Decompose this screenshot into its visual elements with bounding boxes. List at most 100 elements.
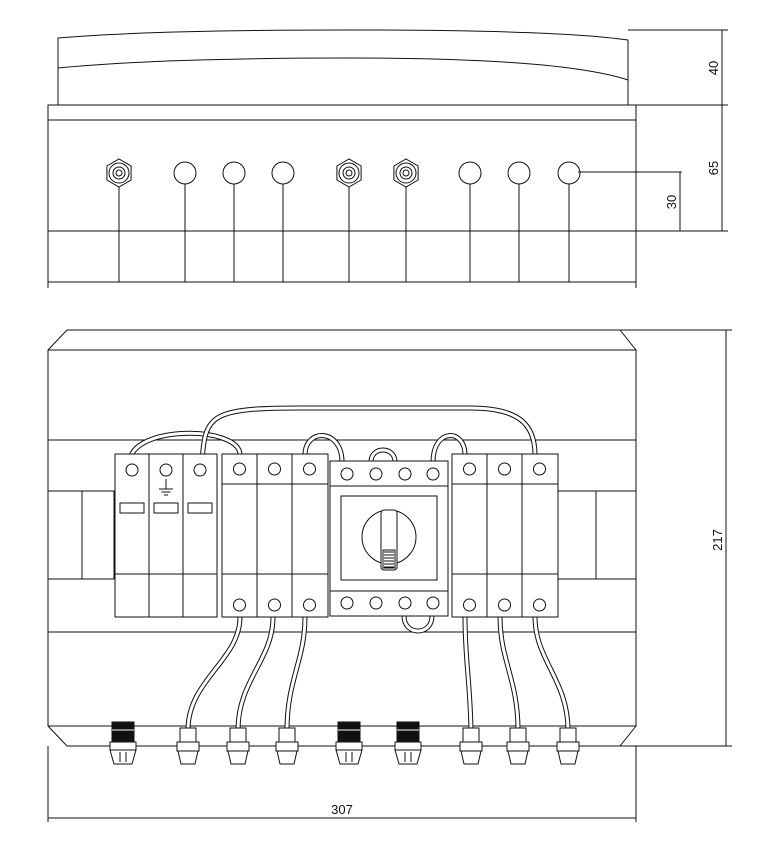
wire-s2-neg-gland-core: [498, 615, 520, 732]
terminal-screw: [426, 467, 440, 481]
spd-module: [114, 453, 218, 618]
gland-nut: [394, 749, 422, 765]
connector-port: [222, 161, 246, 185]
connector-body: [462, 727, 480, 743]
terminal-screw: [268, 462, 281, 476]
din-modules: [114, 453, 559, 618]
terminal-screw: [369, 467, 383, 481]
terminal-screw: [498, 462, 511, 476]
wiring: [127, 405, 571, 733]
connector-nut: [460, 750, 482, 765]
terminal-screw: [159, 463, 173, 477]
gland-nut-ring: [338, 162, 360, 184]
gland-dome: [111, 721, 135, 743]
terminal-screw: [303, 598, 316, 612]
gland-nut-core: [402, 169, 410, 177]
dim-lid-height: 40: [706, 61, 721, 75]
wire-spd-plus-to-fuse-core: [128, 431, 242, 464]
wire-s3-pos-gland-core: [285, 615, 307, 732]
gland-dome: [396, 721, 420, 743]
lid-curve: [57, 57, 629, 81]
connector-body: [179, 727, 197, 743]
spd-indicator-window: [153, 502, 179, 514]
connector-collar: [556, 741, 580, 752]
body-outline: [47, 104, 637, 232]
front-ports: [106, 158, 581, 282]
gland-collar: [335, 741, 363, 751]
wire-switch-jumper-top-core: [369, 448, 397, 464]
terminal-screw: [426, 596, 440, 610]
gland-nut-hole: [342, 166, 356, 180]
fuse-holder-negative: [451, 453, 559, 618]
wire-switch-jumper-bottom-core: [402, 614, 434, 633]
terminal-screw: [340, 467, 354, 481]
gland-nut-hole: [399, 166, 413, 180]
gland-collar: [109, 741, 137, 751]
connector-port: [507, 161, 531, 185]
gland-nut-ring: [395, 162, 417, 184]
connector-collar: [275, 741, 299, 752]
gland-nut-core: [345, 169, 353, 177]
connector-collar: [506, 741, 530, 752]
terminal-screw: [233, 598, 246, 612]
terminal-screw: [398, 596, 412, 610]
top-view: 217 307: [47, 329, 732, 822]
connector-port: [557, 161, 581, 185]
connector-port: [173, 161, 197, 185]
wire-s1-pos-gland-core: [186, 615, 242, 732]
wire-s1-neg-gland-core: [463, 615, 473, 732]
front-view: 40 65 30: [47, 29, 728, 288]
spd-indicator-window: [187, 502, 213, 514]
terminal-screw: [340, 596, 354, 610]
terminal-screw: [498, 598, 511, 612]
lid-outline: [57, 29, 629, 106]
terminal-screw: [533, 462, 546, 476]
wire-s3-neg-gland-core: [533, 615, 570, 732]
connector-nut: [227, 750, 249, 765]
connector-collar: [226, 741, 250, 752]
dim-width-307: 307: [331, 802, 353, 817]
terminal-screw: [463, 462, 476, 476]
connector-nut: [177, 750, 199, 765]
gland-collar: [394, 741, 422, 751]
gland-nut: [109, 749, 137, 765]
terminal-screw: [463, 598, 476, 612]
gland-nut: [335, 749, 363, 765]
connector-collar: [176, 741, 200, 752]
spd-indicator-window: [119, 502, 145, 514]
wire-switch-to-fuse-neg-core: [431, 434, 467, 464]
terminal-screw: [268, 598, 281, 612]
terminal-screw: [303, 462, 316, 476]
gland-nut-hole: [112, 166, 126, 180]
connector-nut: [276, 750, 298, 765]
dim-height-217: 217: [710, 529, 725, 551]
gland-nut-ring: [108, 162, 130, 184]
connector-body: [278, 727, 296, 743]
handle-grip: [382, 549, 396, 569]
rail-left-stub: [47, 490, 115, 580]
gland-dome: [337, 721, 361, 743]
gland-nut-core: [115, 169, 123, 177]
connector-body: [509, 727, 527, 743]
dim-port-height: 30: [664, 195, 679, 209]
cable-glands: [109, 721, 580, 765]
connector-body: [229, 727, 247, 743]
connector-port: [271, 161, 295, 185]
terminal-screw: [533, 598, 546, 612]
wire-fuse-to-switch-pos-core: [303, 434, 344, 464]
wire-s1-pos-gland: [185, 614, 243, 733]
switch-face: [340, 495, 438, 581]
dim-body-height: 65: [706, 161, 721, 175]
connector-nut: [507, 750, 529, 765]
connector-port: [458, 161, 482, 185]
fuse-holder-positive: [221, 453, 329, 618]
terminal-screw: [193, 463, 207, 477]
wire-spd-minus-to-fuse-neg-core: [200, 406, 537, 464]
connector-nut: [557, 750, 579, 765]
terminal-screw: [398, 467, 412, 481]
terminal-screw: [369, 596, 383, 610]
connector-body: [559, 727, 577, 743]
wire-s2-pos-gland-core: [236, 615, 275, 732]
